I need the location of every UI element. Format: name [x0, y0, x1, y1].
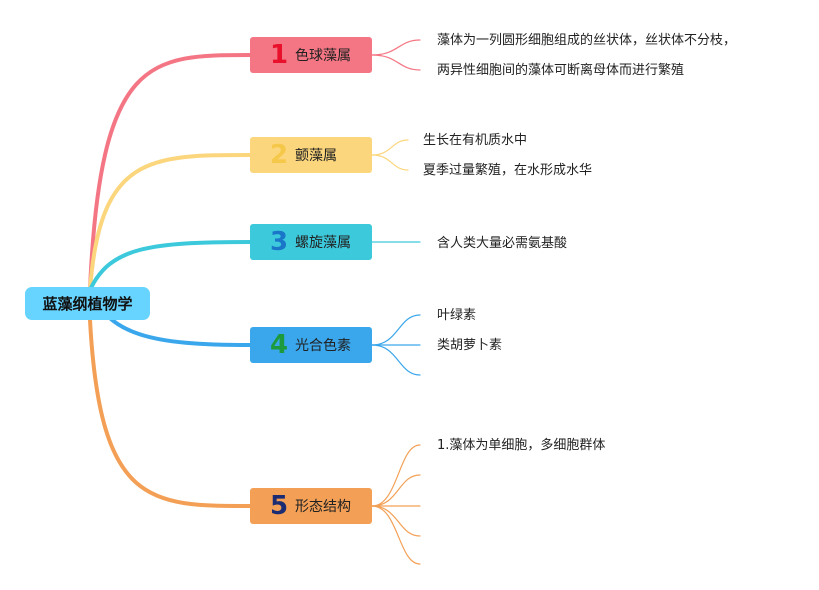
leaf-connector-5-2: [371, 474, 421, 507]
leaf-connector-1-1: [371, 39, 421, 56]
leaf-1-1[interactable]: 藻体为一列圆形细胞组成的丝状体，丝状体不分枝，: [437, 33, 737, 48]
leaf-connector-5-1: [371, 444, 421, 507]
branch-number-3: 3: [269, 227, 289, 257]
leaf-connector-2-1: [371, 139, 409, 156]
leaf-connector-4-1: [371, 314, 421, 346]
root-connector-5: [88, 318, 252, 508]
leaf-5-1[interactable]: 1.藻体为单细胞，多细胞群体: [437, 438, 606, 453]
branch-number-2: 2: [269, 140, 289, 170]
branch-node-2[interactable]: 2 颤藻属: [250, 137, 372, 173]
leaf-connector-1-2: [371, 54, 421, 71]
branch-number-4: 4: [269, 330, 289, 360]
branch-label-5: 形态结构: [295, 499, 351, 515]
branch-node-3[interactable]: 3 螺旋藻属: [250, 224, 372, 260]
branch-number-5: 5: [269, 491, 289, 521]
leaf-2-1[interactable]: 生长在有机质水中: [423, 133, 528, 148]
branch-node-4[interactable]: 4 光合色素: [250, 327, 372, 363]
leaf-4-2[interactable]: 类胡萝卜素: [437, 338, 503, 353]
branch-node-1[interactable]: 1 色球藻属: [250, 37, 372, 73]
branch-label-2: 颤藻属: [295, 148, 337, 164]
branch-node-5[interactable]: 5 形态结构: [250, 488, 372, 524]
root-connector-1: [88, 53, 252, 292]
branch-label-3: 螺旋藻属: [295, 235, 351, 251]
root-label: 蓝藻纲植物学: [42, 295, 133, 313]
leaf-4-1[interactable]: 叶绿素: [437, 308, 477, 323]
leaf-connector-4-3: [371, 344, 421, 376]
leaf-2-2[interactable]: 夏季过量繁殖，在水形成水华: [423, 163, 593, 178]
leaf-connector-5-5: [371, 505, 421, 565]
root-connector-2: [88, 153, 252, 292]
leaf-1-2[interactable]: 两异性细胞间的藻体可断离母体而进行繁殖: [437, 63, 685, 78]
leaf-connector-2-2: [371, 154, 409, 171]
branch-number-1: 1: [269, 40, 289, 70]
branch-label-4: 光合色素: [295, 338, 351, 354]
leaf-3-1[interactable]: 含人类大量必需氨基酸: [437, 236, 568, 251]
branch-label-1: 色球藻属: [295, 48, 351, 64]
root-node[interactable]: 蓝藻纲植物学: [25, 287, 150, 320]
root-connector-3: [88, 240, 252, 292]
